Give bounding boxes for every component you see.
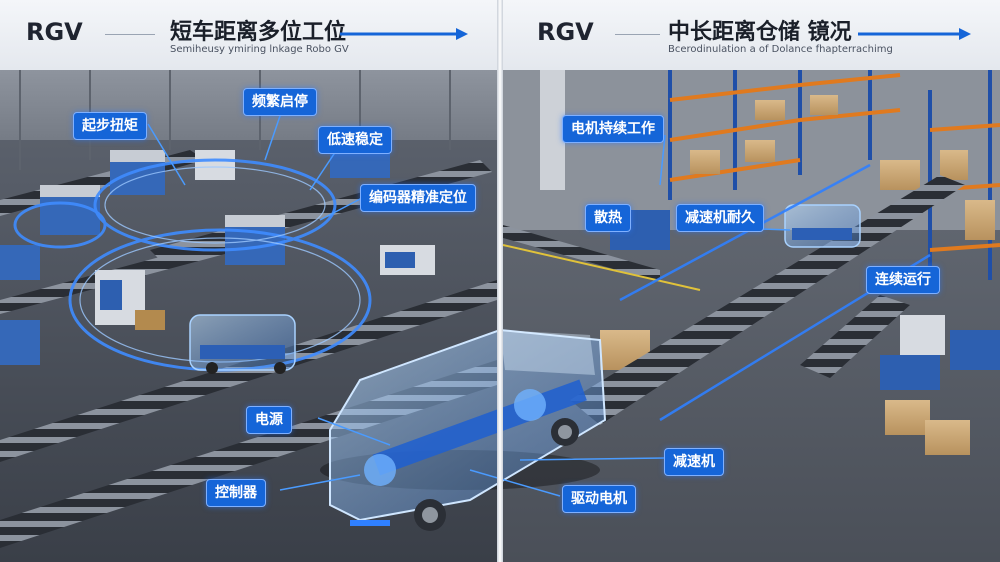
label-reducer-durable: 减速机耐久 [676,204,764,232]
left-brand: RGV [26,18,83,46]
label-start-torque: 起步扭矩 [73,112,147,140]
label-heat-dissipation: 散热 [585,204,631,232]
right-header: RGV 中长距离仓储 镜况 Bcerodinulation a of Dolan… [503,0,1000,70]
label-power: 电源 [246,406,292,434]
panel-divider [497,0,503,562]
left-header-rule [105,34,155,35]
label-controller: 控制器 [206,479,266,507]
left-subtitle: Semiheusy ymiring lnkage Robo GV [170,44,349,55]
label-drive-motor: 驱动电机 [562,485,636,513]
label-reducer: 减速机 [664,448,724,476]
label-low-speed-stable: 低速稳定 [318,126,392,154]
right-arrow-icon [858,28,971,40]
right-header-rule [615,34,660,35]
left-title: 短车距离多位工位 [170,20,347,45]
right-brand: RGV [537,18,594,46]
left-arrow-icon [340,28,468,40]
right-subtitle: Bcerodinulation a of Dolance fhapterrach… [668,44,893,55]
label-frequent-start-stop: 频繁启停 [243,88,317,116]
left-header: RGV 短车距离多位工位 Semiheusy ymiring lnkage Ro… [0,0,497,70]
right-title: 中长距离仓储 镜况 [668,20,852,45]
label-encoder-positioning: 编码器精准定位 [360,184,476,212]
label-continuous-run: 连续运行 [866,266,940,294]
label-motor-continuous: 电机持续工作 [562,115,664,143]
